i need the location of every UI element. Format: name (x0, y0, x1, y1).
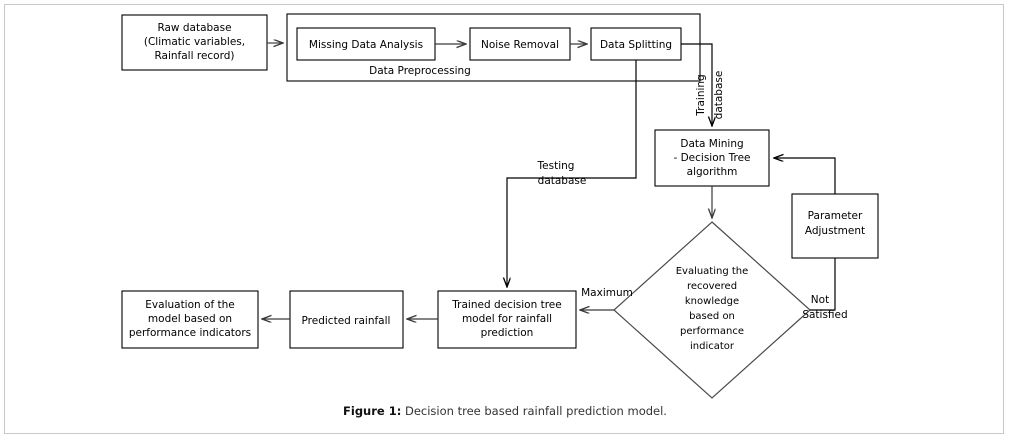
edge-path-not-satisfied (810, 258, 836, 311)
node-evaluate-line5: performance (680, 326, 744, 337)
node-parameter-adjustment-line2: Adjustment (805, 225, 865, 237)
figure-caption-text: Decision tree based rainfall prediction … (404, 404, 667, 418)
edge-parameter-to-mining (774, 158, 836, 194)
edge-label-testing-line1: Testing (537, 160, 575, 172)
figure-caption: Figure 1: Decision tree based rainfall p… (0, 404, 1010, 418)
edge-label-not: Not (811, 294, 829, 306)
edge-label-testing-line2: database (538, 175, 587, 187)
group-label-preprocessing: Data Preprocessing (369, 65, 471, 77)
node-missing-data-analysis-label: Missing Data Analysis (309, 39, 423, 51)
edge-evaluate-to-trained: Maximum (580, 287, 633, 310)
node-box-data-mining[interactable] (654, 129, 770, 187)
node-trained-model-line3: prediction (481, 327, 534, 339)
edge-path-parameter-to-mining (774, 158, 836, 194)
node-raw-database-line2: (Climatic variables, (144, 36, 245, 48)
edge-path-testing-database (507, 60, 637, 287)
edge-split-to-mining: Training database (681, 43, 725, 126)
node-diamond-evaluate[interactable] (613, 221, 811, 399)
node-model-evaluation-line3: performance indicators (129, 327, 251, 339)
node-noise-removal-label: Noise Removal (481, 39, 559, 51)
edge-evaluate-to-parameter: Not Satisfied (802, 258, 848, 321)
edge-path-training-database (681, 43, 712, 126)
node-data-mining-line1: Data Mining (680, 138, 743, 150)
figure-caption-label: Figure 1: (343, 404, 402, 418)
node-data-mining[interactable]: Data Mining - Decision Tree algorithm (654, 129, 770, 187)
node-predicted-rainfall[interactable]: Predicted rainfall (289, 290, 404, 349)
node-raw-database-line3: Rainfall record) (154, 50, 234, 62)
node-model-evaluation[interactable]: Evaluation of the model based on perform… (121, 290, 259, 349)
node-evaluate-line3: knowledge (685, 296, 739, 307)
node-evaluate-line4: based on (689, 311, 735, 322)
edge-label-satisfied: Satisfied (802, 309, 847, 321)
edge-label-training-line2: database (713, 71, 725, 120)
node-box-raw-database[interactable] (121, 14, 268, 71)
node-trained-model[interactable]: Trained decision tree model for rainfall… (437, 290, 577, 349)
node-evaluate-decision[interactable]: Evaluating the recovered knowledge based… (613, 221, 811, 399)
node-noise-removal[interactable]: Noise Removal (469, 27, 571, 61)
node-model-evaluation-line2: model based on (148, 313, 232, 325)
node-evaluate-line6: indicator (690, 341, 735, 352)
node-data-splitting-label: Data Splitting (600, 39, 672, 51)
node-trained-model-line2: model for rainfall (462, 313, 552, 325)
node-data-splitting[interactable]: Data Splitting (590, 27, 682, 61)
node-model-evaluation-line1: Evaluation of the (145, 299, 234, 311)
node-data-mining-line3: algorithm (687, 166, 738, 178)
node-parameter-adjustment-line1: Parameter (808, 210, 863, 222)
node-parameter-adjustment[interactable]: Parameter Adjustment (791, 193, 879, 259)
edge-label-maximum: Maximum (581, 287, 633, 299)
node-data-mining-line2: - Decision Tree (673, 152, 750, 164)
edge-label-training-line1: Training (695, 74, 707, 116)
node-raw-database-line1: Raw database (157, 22, 231, 34)
node-evaluate-line1: Evaluating the (676, 266, 749, 277)
node-box-missing-data-analysis[interactable] (296, 27, 436, 61)
node-trained-model-line1: Trained decision tree (451, 299, 561, 311)
node-evaluate-line2: recovered (687, 281, 737, 292)
node-box-model-evaluation[interactable] (121, 290, 259, 349)
node-missing-data-analysis[interactable]: Missing Data Analysis (296, 27, 436, 61)
group-data-preprocessing: Data Preprocessing (286, 13, 701, 82)
node-predicted-rainfall-label: Predicted rainfall (302, 315, 391, 327)
edge-split-to-trained: Testing database (507, 60, 637, 287)
group-box-preprocessing (286, 13, 701, 82)
node-raw-database[interactable]: Raw database (Climatic variables, Rainfa… (121, 14, 268, 71)
